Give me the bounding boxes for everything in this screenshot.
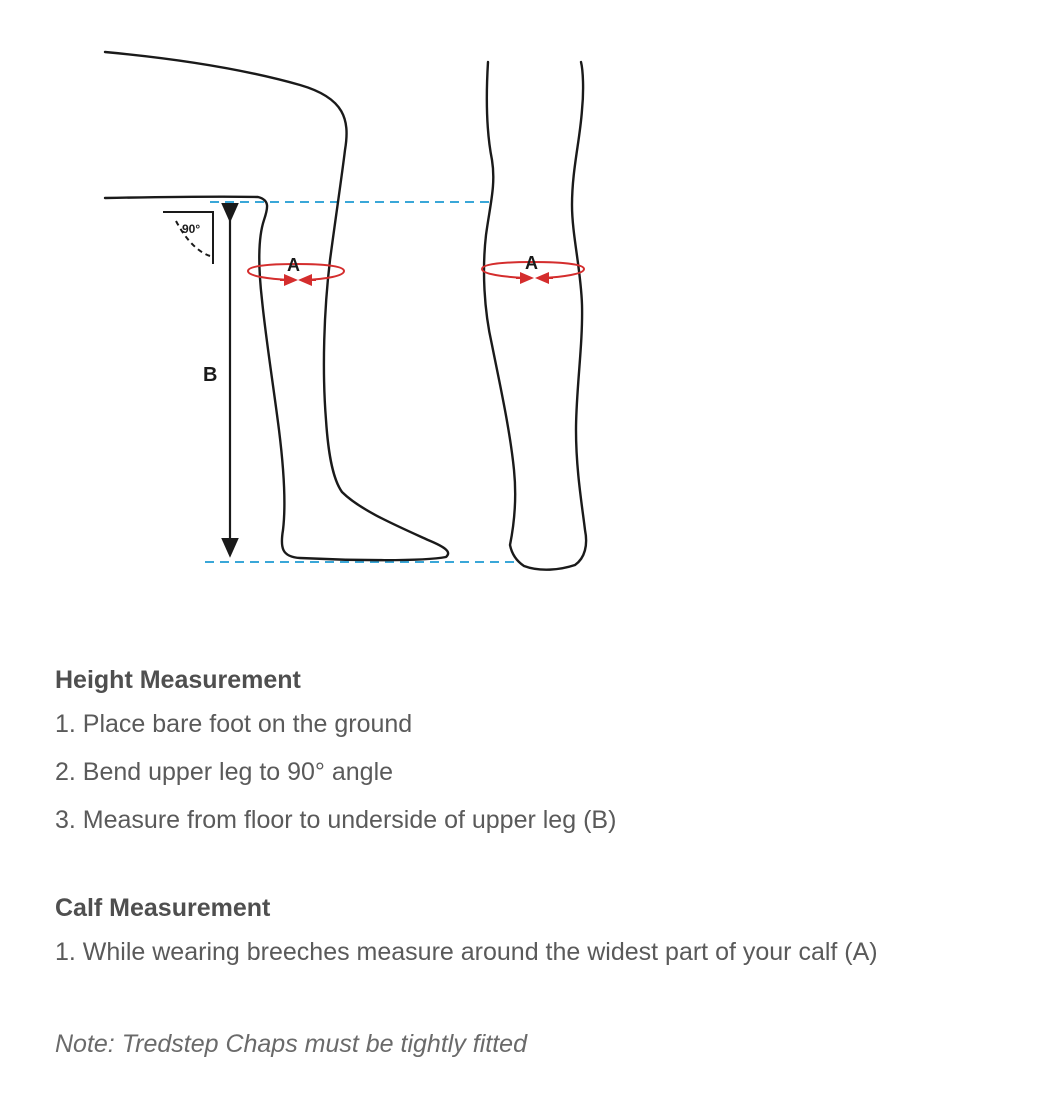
calf-section-title: Calf Measurement (55, 894, 271, 922)
height-section-title: Height Measurement (55, 666, 301, 694)
right-angle-marker (163, 211, 214, 264)
calf-step-1: 1. While wearing breeches measure around… (55, 938, 878, 966)
calf-measure-seated (246, 262, 346, 286)
marker-a-standing-label: A (525, 253, 538, 273)
marker-b-label: B (203, 364, 217, 386)
fit-note: Note: Tredstep Chaps must be tightly fit… (55, 1030, 527, 1058)
standing-leg-outline (482, 60, 588, 571)
calf-measure-standing (480, 260, 586, 284)
height-step-3: 3. Measure from floor to underside of up… (55, 806, 617, 834)
marker-a-seated-label: A (287, 255, 300, 275)
leg-measurement-diagram: 90° B A A (103, 50, 588, 571)
angle-label: 90° (182, 222, 200, 236)
height-step-1: 1. Place bare foot on the ground (55, 710, 413, 738)
instructions: Height Measurement 1. Place bare foot on… (55, 660, 1015, 1068)
seated-leg-outline (103, 50, 450, 562)
height-step-2: 2. Bend upper leg to 90° angle (55, 758, 394, 786)
